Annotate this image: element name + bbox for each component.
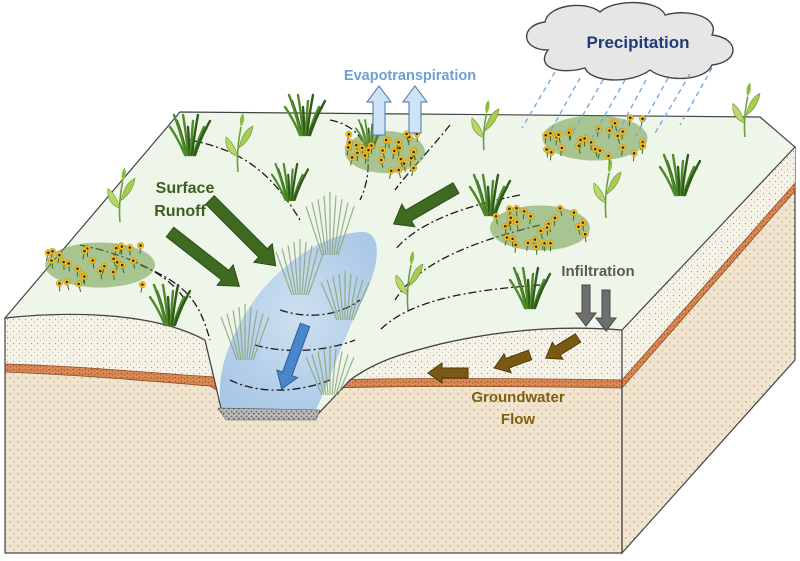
swale-gravel — [217, 407, 321, 421]
sapling-icon — [395, 251, 424, 311]
wildflower-patch-icon — [490, 204, 590, 255]
vegetation — [44, 82, 761, 396]
sapling-icon — [225, 113, 254, 173]
groundwater-arrows — [427, 333, 582, 384]
sapling-icon — [107, 167, 136, 223]
rain-lines — [521, 67, 713, 139]
grass-clump-icon — [148, 283, 192, 327]
right-soil-face — [621, 145, 796, 555]
groundwater-label-line1: Groundwater — [471, 389, 565, 406]
reed-clump-icon — [275, 239, 325, 296]
wildflower-patch-icon — [44, 242, 155, 293]
sapling-icon — [593, 159, 622, 219]
grass-clump-icon — [658, 153, 702, 197]
infiltration-label: Infiltration — [561, 263, 634, 280]
sapling-icon — [732, 82, 761, 138]
evapotranspiration-label: Evapotranspiration — [344, 68, 476, 84]
sapling-icon — [471, 100, 500, 151]
reed-clump-icon — [320, 271, 370, 321]
grass-clump-icon — [270, 162, 310, 202]
infiltration-arrows — [574, 284, 618, 332]
reed-clump-icon — [305, 192, 355, 256]
evapotranspiration-arrows — [366, 85, 428, 136]
flow-arrow-icon — [276, 322, 311, 390]
surface-runoff-label-line1: Surface — [156, 180, 215, 197]
surface-runoff-label-line2: Runoff — [154, 203, 206, 220]
grass-clump-icon — [468, 173, 512, 217]
cloud-icon — [526, 1, 734, 81]
grass-clump-icon — [283, 93, 327, 137]
wildflower-patch-icon — [542, 114, 648, 164]
surface-runoff-arrows — [165, 182, 460, 287]
precipitation-label: Precipitation — [587, 33, 690, 52]
groundwater-label-line2: Flow — [501, 411, 535, 428]
reed-clump-icon — [305, 346, 355, 396]
grass-clump-icon — [168, 113, 212, 157]
reed-clump-icon — [220, 304, 270, 361]
swale-water — [219, 231, 377, 418]
wildflower-patch-icon — [344, 130, 425, 179]
grass-clump-icon — [508, 266, 552, 310]
